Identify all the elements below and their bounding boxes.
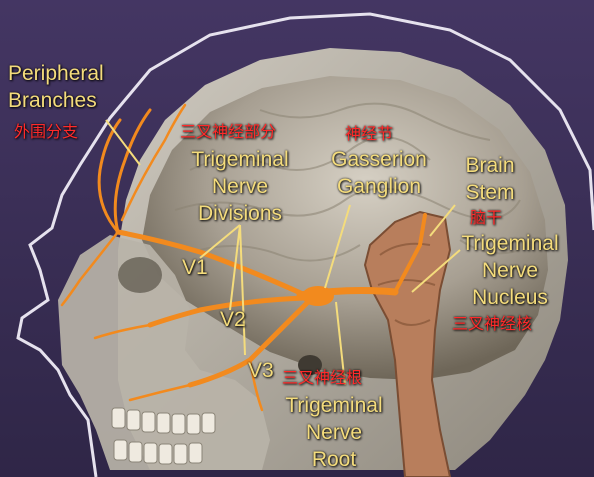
- label-trigeminal-divisions-cn: 三叉神经部分: [180, 122, 277, 141]
- eye-orbit: [118, 257, 162, 293]
- label-line: Root: [311, 448, 357, 471]
- trigeminal-nerve: [60, 103, 427, 412]
- head-outline: [16, 12, 594, 477]
- label-line: Nucleus: [472, 286, 548, 309]
- label-line: Brain: [465, 154, 515, 177]
- label-v2: V2: [220, 308, 246, 331]
- label-line: Trigeminal: [285, 394, 383, 417]
- label-line: Trigeminal: [191, 148, 289, 171]
- label-line: Nerve: [211, 175, 269, 198]
- label-line: Peripheral: [8, 62, 104, 85]
- label-line: Stem: [465, 181, 515, 204]
- label-line: Trigeminal: [461, 232, 559, 255]
- label-peripheral-branches-cn: 外围分支: [14, 122, 79, 141]
- label-trigeminal-nucleus-cn: 三叉神经核: [452, 314, 533, 333]
- label-brain-stem-cn: 脑干: [470, 208, 503, 227]
- gasserian-ganglion: [302, 286, 334, 306]
- v2-branch: [147, 295, 308, 328]
- label-line: Branches: [8, 89, 97, 112]
- label-gasserion-ganglion: Gasserion Ganglion: [318, 146, 440, 200]
- label-brain-stem: Brain Stem: [452, 152, 528, 206]
- label-line: Nerve: [305, 421, 363, 444]
- label-v1: V1: [182, 256, 208, 279]
- label-line: Ganglion: [336, 175, 422, 198]
- label-line: Nerve: [481, 259, 539, 282]
- label-trigeminal-divisions: Trigeminal Nerve Divisions: [180, 146, 300, 227]
- label-line: Gasserion: [331, 148, 427, 171]
- v1-branch: [115, 229, 308, 298]
- label-trigeminal-nucleus: Trigeminal Nerve Nucleus: [448, 230, 572, 311]
- label-peripheral-branches: Peripheral Branches: [8, 60, 104, 114]
- facial-bones: [58, 235, 270, 470]
- label-line: Divisions: [197, 202, 283, 225]
- label-nerve-root-cn: 三叉神经根: [282, 368, 363, 387]
- label-gasserion-cn: 神经节: [345, 124, 394, 143]
- ear-canal: [298, 355, 322, 375]
- label-nerve-root: Trigeminal Nerve Root: [272, 392, 396, 473]
- label-v3: V3: [248, 359, 274, 382]
